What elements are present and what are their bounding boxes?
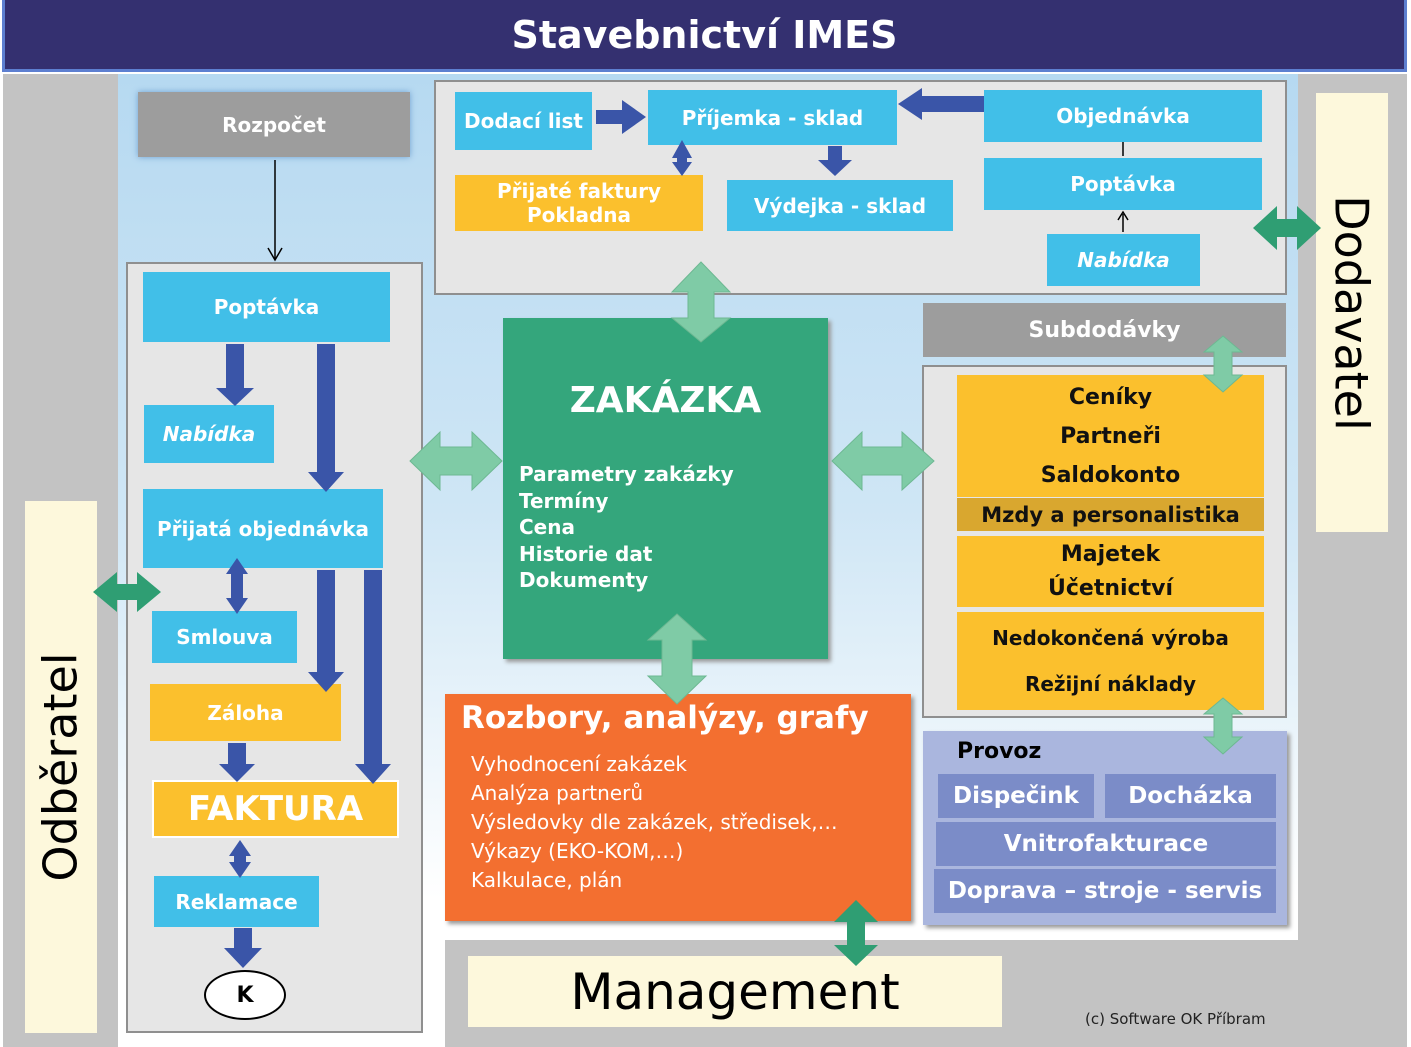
internal-invoicing-box: Vnitrofakturace [936,822,1276,866]
analysis-box: Rozbory, analýzy, grafy Vyhodnocení zaká… [445,694,911,921]
customer-label: Odběratel [34,652,88,882]
analysis-item: Analýza partnerů [471,781,644,805]
order-core-title: ZAKÁZKA [569,380,762,421]
order-item: Parametry zakázky [519,462,734,486]
analysis-item: Výkazy (EKO-KOM,…) [471,839,684,863]
payroll-box: Mzdy a personalistika [957,498,1264,531]
contract-box: Smlouva [152,611,297,663]
analysis-title: Rozbory, analýzy, grafy [461,700,869,736]
dispatch-box: Dispečink [938,774,1094,818]
module-label: Účetnictví [1048,575,1173,601]
page-title: Stavebnictví IMES [2,0,1407,72]
delivery-note-box: Dodací list [455,92,592,150]
offer-box: Nabídka [144,405,274,463]
module-label: Partneři [1060,423,1161,449]
analysis-item: Výsledovky dle zakázek, středisek,… [471,810,838,834]
customer-box: Odběratel [25,501,97,1033]
receipt-box: Příjemka - sklad [648,90,897,145]
order-item: Historie dat [519,541,653,566]
order-item: Dokumenty [519,568,649,592]
module-label: Saldokonto [1040,462,1181,488]
subcontracts-box: Subdodávky [923,303,1286,357]
management-box: Management [468,956,1002,1027]
supplier-label: Dodavatel [1325,194,1380,431]
supplier-inquiry-box: Poptávka [984,158,1262,210]
copyright: (c) Software OK Příbram [1085,1010,1266,1028]
transport-box: Doprava – stroje - servis [934,869,1276,913]
operations-title: Provoz [957,739,1042,764]
received-order-box: Přijatá objednávka [143,489,383,568]
order-item: Cena [519,515,575,539]
module-label: Režijní náklady [1024,672,1197,696]
analysis-item: Vyhodnocení zakázek [471,752,688,776]
supplier-offer-box: Nabídka [1047,234,1200,286]
complaint-box: Reklamace [154,876,319,927]
order-core-box: ZAKÁZKA Parametry zakázky Termíny Cena H… [503,318,828,659]
attendance-box: Docházka [1105,774,1276,818]
analysis-item: Kalkulace, plán [471,868,623,892]
inquiry-box: Poptávka [143,272,390,342]
module-label: Nedokončená výroba [992,626,1229,650]
cash-desk-label: Pokladna [526,203,632,227]
received-invoices-label: Přijaté faktury [496,179,661,203]
module-label: Majetek [1060,541,1161,567]
deposit-box: Záloha [150,684,341,741]
purchase-order-box: Objednávka [984,90,1262,142]
order-item: Termíny [519,488,609,513]
issue-box: Výdejka - sklad [727,180,953,231]
invoice-box: FAKTURA [152,780,399,838]
budget-box: Rozpočet [138,92,410,157]
module-label: Ceníky [1068,384,1153,410]
supplier-box: Dodavatel [1316,93,1388,532]
end-node: K [204,970,286,1020]
